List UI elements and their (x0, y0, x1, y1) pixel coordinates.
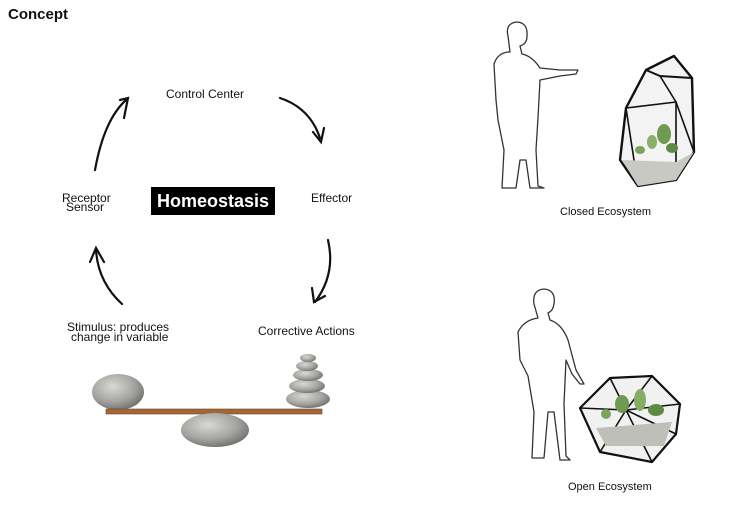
terrarium-icon (618, 54, 696, 188)
terrarium-icon (578, 374, 682, 464)
control-center-label: Control Center (166, 87, 245, 101)
sensor-label: Sensor (66, 200, 105, 214)
person-outline-icon (493, 21, 579, 189)
cycle-arrow-icon (310, 238, 332, 304)
page-title: Concept (8, 6, 68, 23)
cycle-arrow-icon (93, 96, 130, 172)
person-outline-icon (517, 288, 585, 461)
effector-label: Effector (311, 191, 353, 205)
stimulus-label-line2: change in variable (71, 330, 169, 344)
cycle-arrow-icon (278, 96, 326, 145)
closed-ecosystem-caption: Closed Ecosystem (560, 206, 652, 218)
corrective-actions-label: Corrective Actions (258, 324, 355, 338)
homeostasis-title: Homeostasis (151, 187, 275, 215)
cycle-arrow-icon (88, 245, 124, 306)
stimulus-label: Stimulus: produces (67, 320, 170, 334)
open-ecosystem-caption: Open Ecosystem (568, 481, 652, 493)
receptor-label: Receptor (62, 191, 111, 205)
